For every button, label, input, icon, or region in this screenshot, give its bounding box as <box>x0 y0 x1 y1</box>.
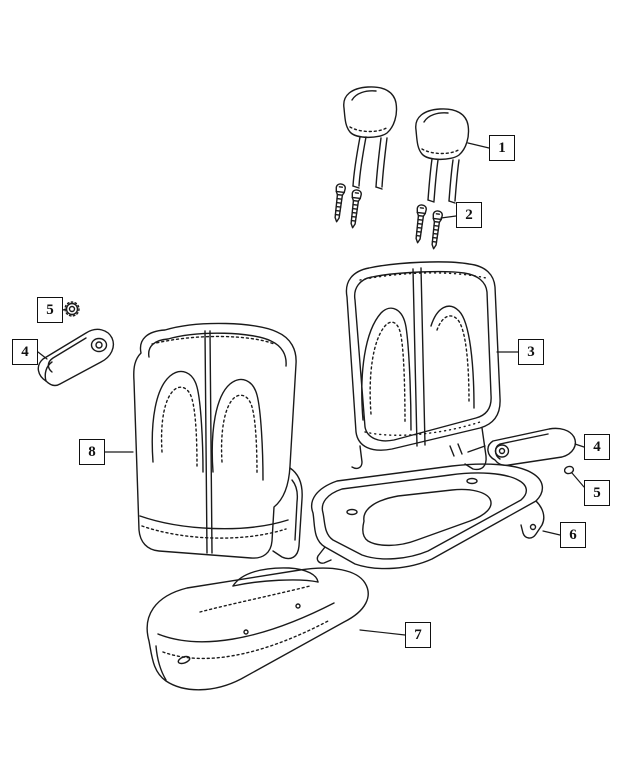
screws-drawing <box>331 182 444 250</box>
leader-line <box>467 142 490 149</box>
callout-seat-back-front: 8 <box>79 439 105 465</box>
seat-cushion-cover-drawing <box>146 567 369 691</box>
leader-line <box>37 351 48 360</box>
leader-line <box>542 530 561 536</box>
callout-number: 4 <box>21 343 29 360</box>
callout-headrest: 1 <box>489 135 515 161</box>
headrest-right-drawing <box>415 108 470 204</box>
callout-screws: 2 <box>456 202 482 228</box>
armrest-right-drawing <box>487 427 577 466</box>
callout-armrest-left: 4 <box>12 339 38 365</box>
callout-cushion-cover: 7 <box>405 622 431 648</box>
callout-number: 7 <box>414 626 422 643</box>
callout-number: 5 <box>46 301 54 318</box>
callout-number: 3 <box>527 343 535 360</box>
callout-grommet-left: 5 <box>37 297 63 323</box>
leader-line <box>574 443 585 448</box>
callout-armrest-right: 4 <box>584 434 610 460</box>
callout-number: 4 <box>593 438 601 455</box>
seat-back-front-drawing <box>133 322 303 560</box>
leader-line <box>62 308 67 311</box>
leader-line <box>571 472 585 488</box>
leader-lines <box>37 142 585 636</box>
armrest-left-drawing <box>37 328 115 387</box>
callout-number: 1 <box>498 139 506 156</box>
leader-line <box>359 629 406 636</box>
grommet-left-drawing <box>64 301 80 317</box>
headrest-left-drawing <box>343 86 398 190</box>
callout-grommet-right: 5 <box>584 480 610 506</box>
seat-back-rear-drawing <box>345 261 501 471</box>
callout-number: 8 <box>88 443 96 460</box>
callout-seat-back-rear: 3 <box>518 339 544 365</box>
callout-cushion-pad: 6 <box>560 522 586 548</box>
seat-cushion-pad-drawing <box>311 463 545 570</box>
callout-number: 2 <box>465 206 473 223</box>
callout-number: 6 <box>569 526 577 543</box>
leader-line <box>440 215 457 219</box>
grommet-right-drawing <box>563 465 575 475</box>
callout-number: 5 <box>593 484 601 501</box>
